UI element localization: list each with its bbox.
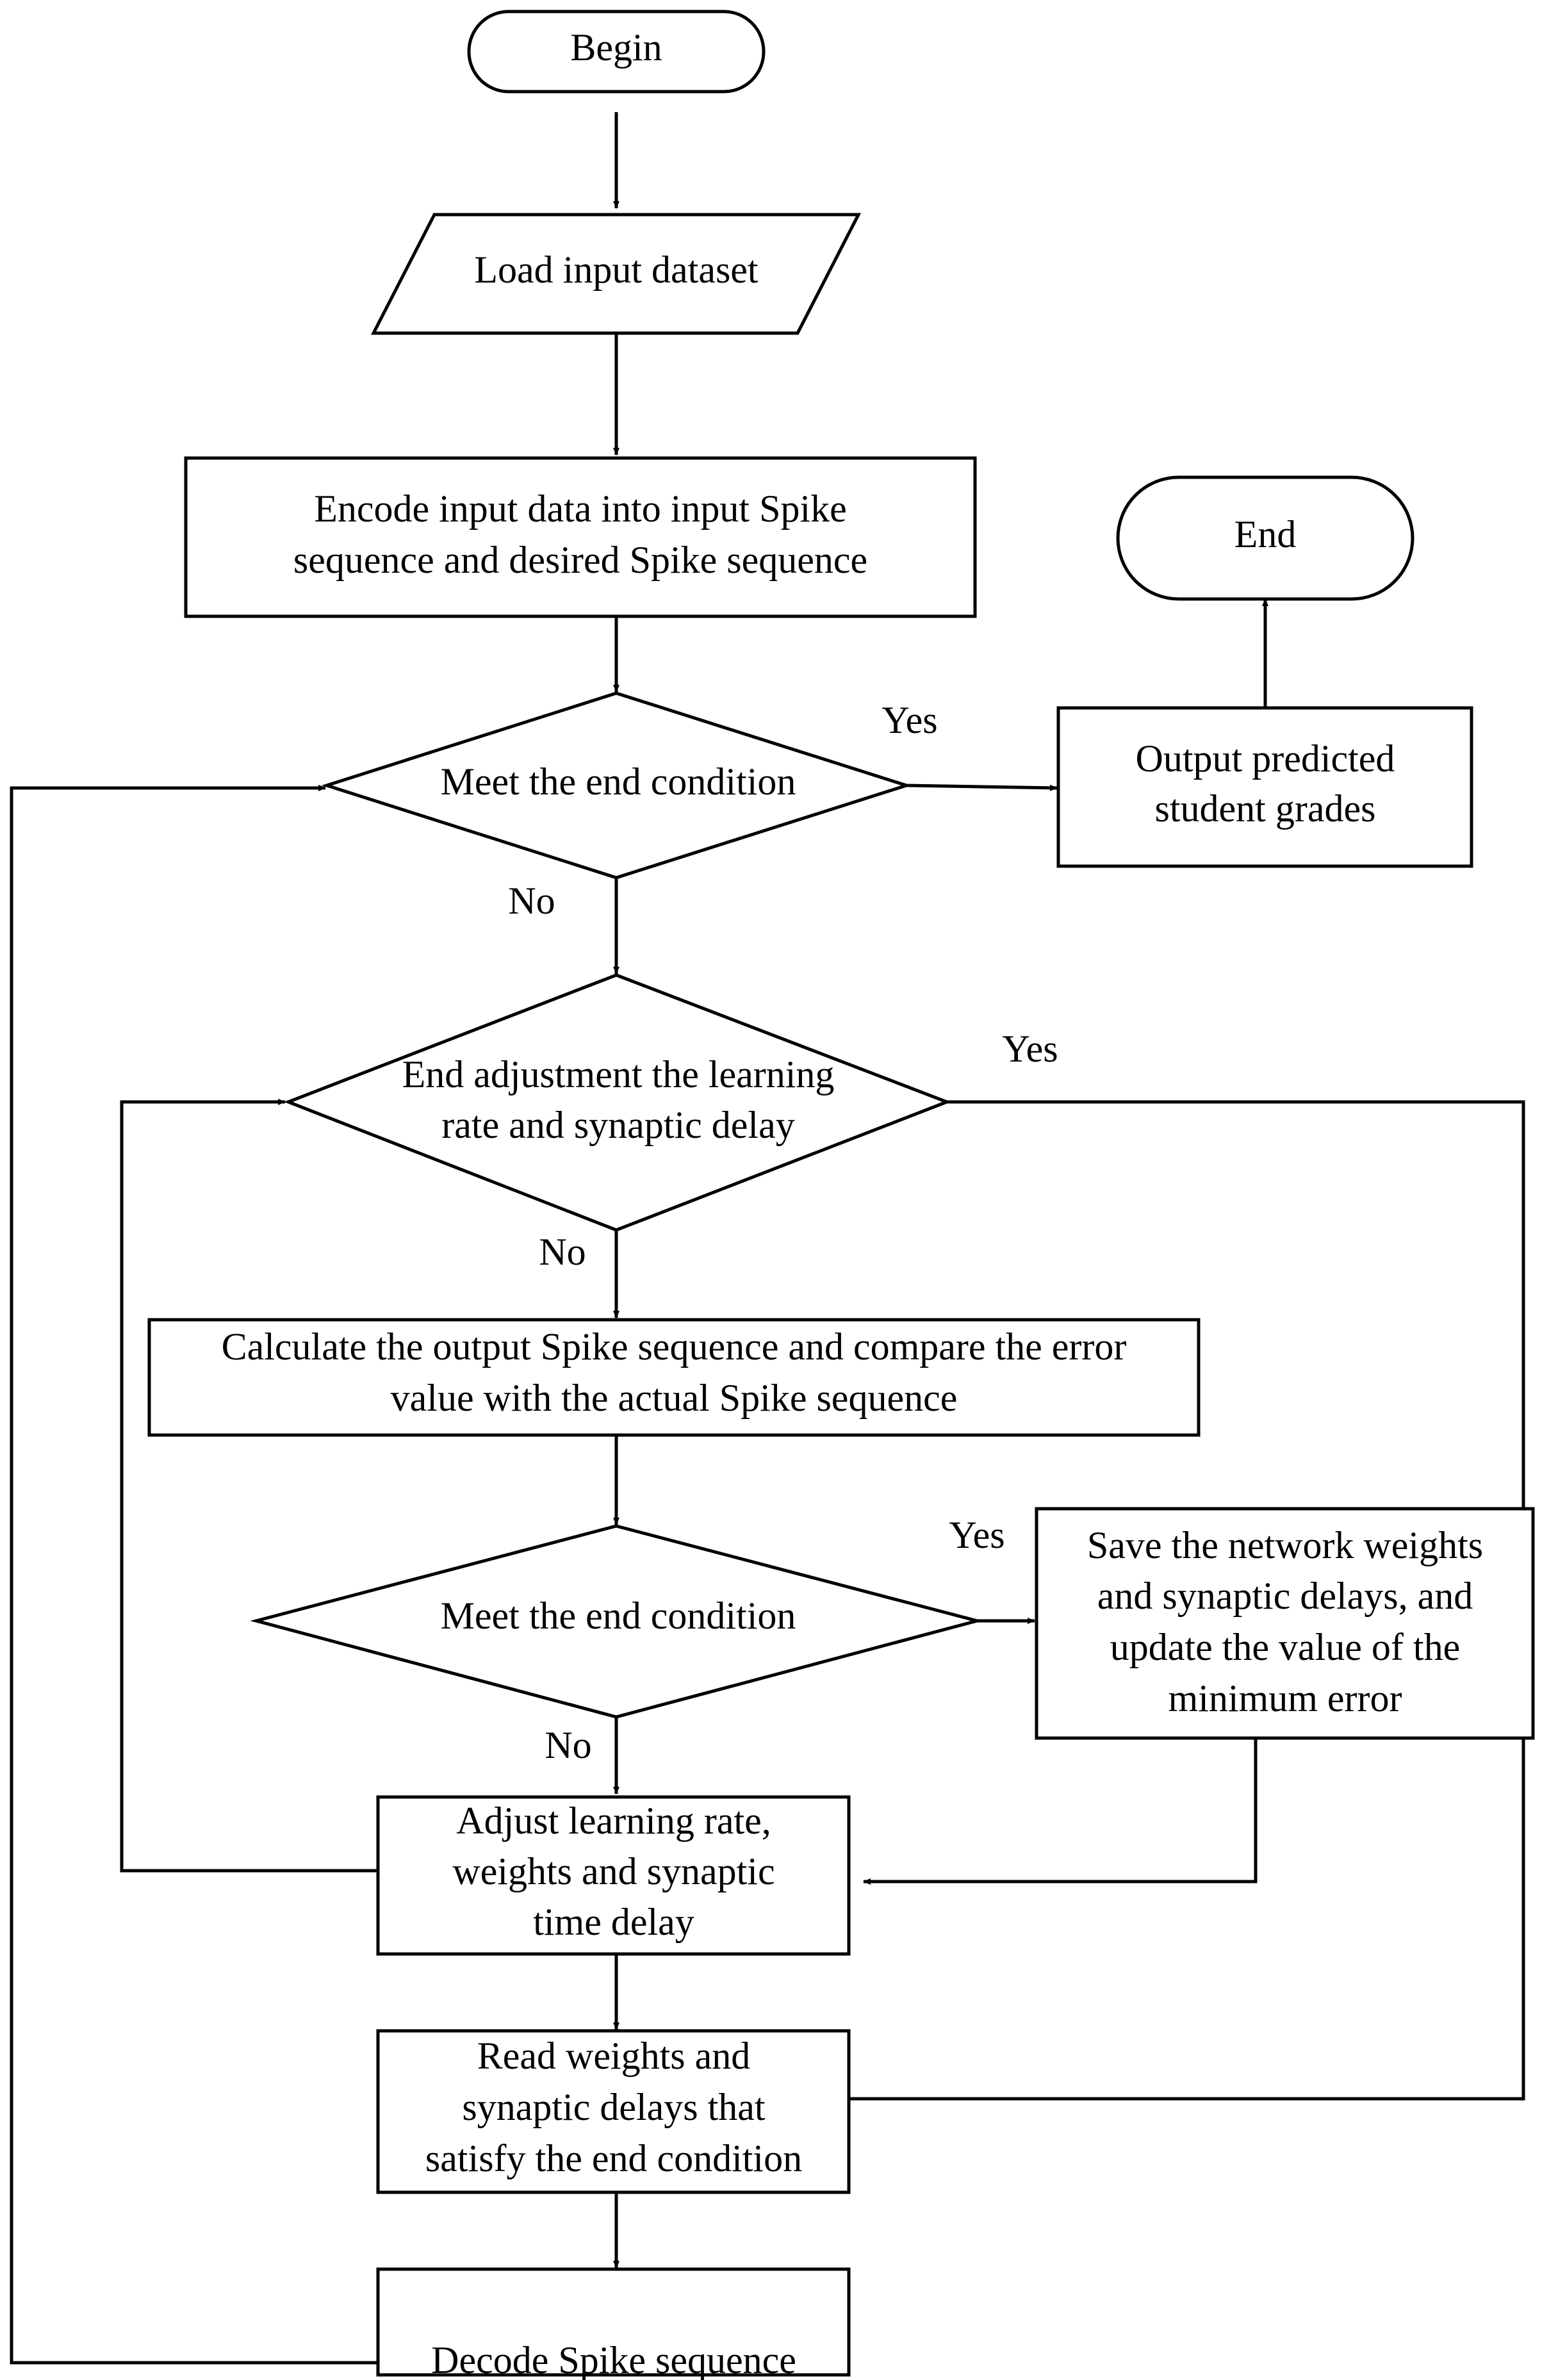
save-label-line2: and synaptic delays, and — [1097, 1575, 1473, 1617]
load-label: Load input dataset — [474, 249, 758, 291]
decision3-diamond — [250, 1524, 983, 1719]
load-input-parallelogram — [370, 213, 862, 335]
save-label-line4: minimum error — [1168, 1677, 1402, 1719]
decision1-diamond — [321, 691, 912, 880]
encode-label-line2: sequence and desired Spike sequence — [293, 539, 867, 581]
end-label: End — [1234, 513, 1297, 555]
decision1-no-label: No — [508, 880, 555, 922]
save-label-line1: Save the network weights — [1087, 1524, 1483, 1566]
output-label-line2: student grades — [1155, 787, 1376, 830]
arrow-decode-loop-to-decision1 — [10, 785, 378, 2365]
decision1-label: Meet the end condition — [441, 760, 796, 803]
adjust-label-line2: weights and synaptic — [452, 1850, 775, 1892]
decode-process-box — [376, 2267, 851, 2377]
save-label-line3: update the value of the — [1110, 1626, 1460, 1668]
adjust-process-box — [376, 1795, 851, 1956]
decision2-diamond — [284, 973, 951, 1232]
shapes — [147, 10, 1535, 2377]
read-process-box — [376, 2029, 851, 2194]
encode-process-box — [184, 456, 977, 618]
calculate-label-line2: value with the actual Spike sequence — [391, 1377, 958, 1419]
arrow-adjust-loop-to-decision2 — [120, 1099, 378, 1873]
end-terminal — [1116, 475, 1414, 601]
save-process-box — [1035, 1507, 1535, 1740]
output-process-box — [1056, 706, 1473, 868]
read-label-line3: satisfy the end condition — [425, 2137, 802, 2179]
decision3-label: Meet the end condition — [441, 1595, 796, 1637]
encode-label-line1: Encode input data into input Spike — [314, 488, 847, 530]
read-label-line1: Read weights and — [477, 2035, 751, 2077]
decision2-yes-label: Yes — [1002, 1028, 1058, 1070]
connectors — [10, 112, 1525, 2365]
decode-label: Decode Spike sequence — [431, 2339, 796, 2380]
decision3-no-label: No — [545, 1724, 591, 1766]
decision2-label-line2: rate and synaptic delay — [441, 1104, 794, 1146]
adjust-label-line1: Adjust learning rate, — [456, 1800, 771, 1842]
output-label-line1: Output predicted — [1136, 737, 1395, 780]
read-label-line2: synaptic delays that — [462, 2086, 766, 2128]
calculate-label-line1: Calculate the output Spike sequence and … — [222, 1325, 1127, 1368]
calculate-process-box — [147, 1318, 1201, 1437]
begin-label: Begin — [570, 26, 662, 69]
decision1-yes-label: Yes — [882, 699, 937, 741]
decision2-no-label: No — [539, 1231, 586, 1273]
decision2-label-line1: End adjustment the learning — [402, 1053, 835, 1096]
begin-terminal — [467, 10, 766, 94]
arrow-decision1-yes-to-output — [906, 784, 1058, 791]
decision3-yes-label: Yes — [949, 1514, 1004, 1556]
adjust-label-line3: time delay — [533, 1901, 694, 1943]
branch-labels: Yes No Yes No Yes No — [508, 699, 1058, 1766]
arrow-save-to-adjust — [863, 1738, 1258, 1885]
node-labels: Begin Load input dataset Encode input da… — [222, 26, 1484, 2380]
